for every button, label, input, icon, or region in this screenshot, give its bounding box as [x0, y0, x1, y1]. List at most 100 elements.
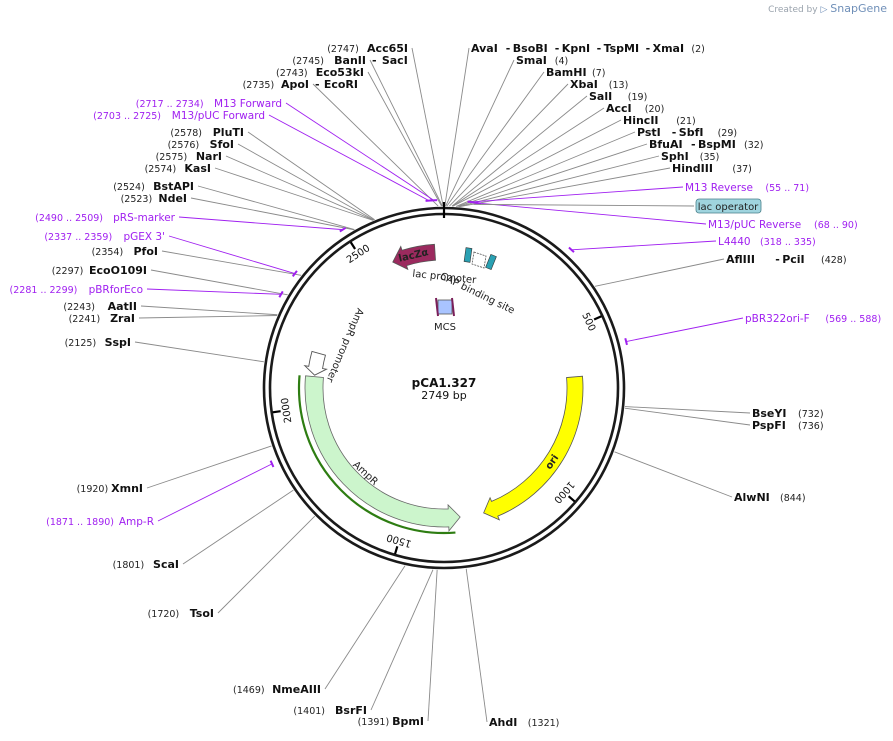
leader-acci: [452, 107, 605, 207]
primer-site-pbrforeco: [278, 290, 284, 298]
leader-acc65i: [411, 47, 444, 207]
enzyme-position: (2743): [276, 68, 308, 79]
primer-label-m13-puc-forward: M13/pUC Forward(2703 .. 2725): [93, 110, 265, 122]
primer-position: (2703 .. 2725): [93, 111, 161, 122]
enzyme-name-acc65i: Acc65I: [367, 42, 408, 55]
leader-lines: [134, 47, 751, 723]
enzyme-label-xbai: XbaI(13): [570, 78, 628, 91]
primer-label-amp-r: Amp-R(1871 .. 1890): [46, 516, 154, 528]
enzyme-position: (2747): [327, 44, 359, 55]
enzyme-name-afliii: AflIII: [726, 253, 755, 266]
enzyme-name-pcii: PciI: [782, 253, 804, 266]
leader-smai: [445, 59, 515, 207]
leader-pluti: [247, 131, 375, 221]
enzyme-name-bsobi: BsoBI: [513, 42, 548, 55]
leader-sali: [451, 95, 588, 207]
enzyme-label-tsoi: TsoI (1720): [148, 607, 214, 620]
primer-name-pgex-3: pGEX 3': [123, 231, 165, 243]
enzyme-label-pluti: PluTI(2578): [170, 126, 244, 139]
leader-ecoo109i: [150, 269, 288, 296]
leader-bstapi: [197, 185, 355, 230]
primer-leader-pgex-3: [168, 235, 295, 275]
leader-ahdi: [465, 568, 488, 723]
enzyme-label-smai: SmaI(4): [516, 54, 568, 67]
primer-position: (68 .. 90): [814, 220, 858, 231]
enzyme-name-bfuai: BfuAI: [649, 138, 683, 151]
primer-position: (2337 .. 2359): [44, 232, 112, 243]
primer-leader-l4440: [571, 240, 717, 251]
enzyme-name-eco53ki: Eco53kI: [316, 66, 364, 79]
enzyme-position: (7): [592, 68, 605, 79]
leader-bpmi: [427, 569, 438, 722]
enzyme-label-nmeaiii: NmeAIII(1469): [233, 683, 321, 696]
leader-avai: [444, 47, 470, 207]
leader-sfoi: [237, 143, 375, 221]
leader-kasi: [214, 167, 374, 221]
enzyme-position: (2241): [69, 314, 101, 325]
leader-zrai: [138, 315, 278, 319]
enzyme-label-alwni: AlwNI(844): [734, 491, 806, 504]
enzyme-name-pluti: PluTI: [213, 126, 244, 139]
primer-leader-m13-forward: [285, 102, 434, 201]
enzyme-separator: -: [315, 78, 320, 91]
leader-sspi: [134, 341, 264, 363]
enzyme-name-banii: BanII: [334, 54, 366, 67]
primer-site-l4440: [568, 246, 575, 253]
credit-brand: SnapGene: [830, 2, 887, 15]
leader-eco53ki: [367, 71, 442, 207]
primer-name-m13-forward: M13 Forward: [214, 98, 282, 110]
enzyme-name-tsoi: TsoI: [190, 607, 214, 620]
enzyme-position: (21): [676, 116, 696, 127]
enzyme-separator: -: [597, 42, 602, 55]
feature-lac-promoter: [463, 247, 473, 263]
feature-ampr-promoter-label: AmpR promoter: [323, 306, 365, 384]
leader-bsrfi: [370, 569, 434, 711]
leader-nmeaiii: [324, 565, 406, 690]
primer-name-prs-marker: pRS-marker: [113, 212, 176, 224]
plasmid-name: pCA1.327: [412, 376, 477, 390]
enzyme-name-tspmi: TspMI: [604, 42, 640, 55]
enzyme-label-bamhi: BamHI(7): [546, 66, 605, 79]
enzyme-position: (736): [798, 421, 824, 432]
enzyme-position: (13): [609, 80, 629, 91]
lac-operator-box: [695, 198, 762, 214]
enzyme-name-pspfi: PspFI: [752, 419, 786, 432]
primer-position: (2281 .. 2299): [10, 285, 78, 296]
enzyme-name-apoi: ApoI: [281, 78, 309, 91]
enzyme-label-nari: NarI(2575): [156, 150, 222, 163]
enzyme-label-xmni: XmnI(1920): [77, 482, 143, 495]
enzyme-position: (1920): [77, 484, 109, 495]
primer-name-m13-puc-reverse: M13/pUC Reverse: [708, 219, 801, 231]
enzyme-label-aatii: AatII(2243): [63, 300, 137, 313]
primer-label-pgex-3: pGEX 3' (2337 .. 2359): [44, 231, 165, 243]
enzyme-name-nmeaiii: NmeAIII: [272, 683, 321, 696]
primer-position: (318 .. 335): [760, 237, 816, 248]
enzyme-position: (2125): [65, 338, 97, 349]
enzyme-position: (2523): [121, 194, 153, 205]
enzyme-separator: -: [372, 54, 377, 67]
leader-bseyi: [625, 406, 751, 414]
enzyme-position: (35): [700, 152, 720, 163]
enzyme-name-aatii: AatII: [108, 300, 137, 313]
leader-nari: [225, 155, 374, 221]
primer-label-m13-puc-reverse: M13/pUC Reverse (68 .. 90): [708, 219, 858, 231]
enzyme-separator: -: [775, 253, 780, 266]
primer-label-pbrforeco: pBRforEco(2281 .. 2299): [10, 284, 143, 296]
leader-alwni: [614, 451, 733, 498]
enzyme-label-sspi: SspI(2125): [65, 336, 131, 349]
enzyme-label-scai: ScaI(1801): [113, 558, 179, 571]
enzyme-name-pfoi: PfoI: [134, 245, 159, 258]
enzyme-position: (19): [628, 92, 648, 103]
enzyme-position: (2575): [156, 152, 188, 163]
primer-leader-pbr322ori-f: [626, 317, 744, 342]
enzyme-position: (1720): [148, 609, 180, 620]
feature-lac-operator: [471, 251, 487, 269]
plasmid-length: 2749 bp: [421, 389, 466, 402]
enzyme-position: (844): [780, 493, 806, 504]
tick-1500: [393, 545, 399, 555]
primer-position: (55 .. 71): [765, 183, 809, 194]
enzyme-label-bseyi: BseYI(732): [752, 407, 824, 420]
enzyme-name-sbfi: SbfI: [679, 126, 704, 139]
enzyme-name-saci: SacI: [382, 54, 408, 67]
enzyme-position: (1321): [528, 718, 560, 729]
